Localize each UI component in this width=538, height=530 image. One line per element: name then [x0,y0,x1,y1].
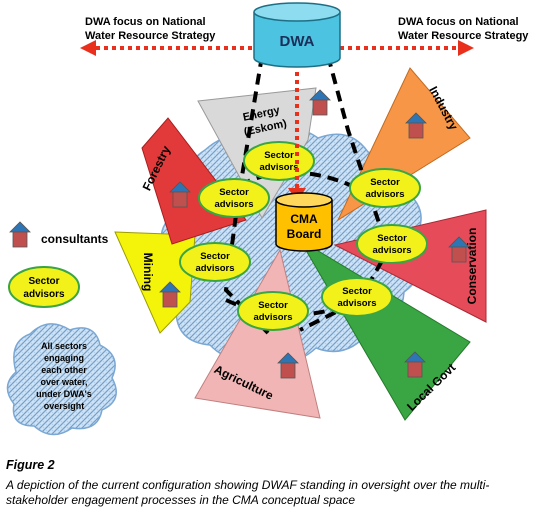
house-icon [309,89,331,116]
sector-mining-wedge [114,231,196,334]
svg-text:each other: each other [41,365,87,375]
svg-text:advisors: advisors [259,162,298,173]
house-icon [405,112,427,139]
svg-text:Sector: Sector [264,150,294,161]
right-focus-note-line1: DWA focus on National [398,16,519,28]
consultant-house-icons [9,89,470,379]
svg-text:All sectors: All sectors [41,341,87,351]
right-focus-note-line2: Water Resource Strategy [398,30,529,42]
advisor-oval: Sector advisors [237,291,309,331]
legend-advisors: Sector advisors [8,266,80,308]
svg-text:advisors: advisors [337,298,376,309]
house-icon [448,236,470,263]
house-icon [9,221,31,248]
svg-text:advisors: advisors [214,199,253,210]
arrow-right-head [458,40,474,56]
board-label: Board [287,227,322,241]
figure-caption: A depiction of the current configuration… [6,478,490,507]
svg-text:engaging: engaging [44,353,84,363]
legend-consultants-label: consultants [41,232,109,246]
cma-board-cylinder: CMA Board [275,192,333,252]
advisor-oval: Sector advisors [349,168,421,208]
advisor-oval: Sector advisors [198,178,270,218]
svg-text:advisors: advisors [195,263,234,274]
svg-text:Sector: Sector [200,251,230,262]
legend-cloud: All sectors engaging each other over wat… [6,323,117,436]
arrow-left-head [80,40,96,56]
advisor-oval: Sector advisors [321,277,393,317]
svg-text:advisors: advisors [365,189,404,200]
svg-text:over water,: over water, [40,377,87,387]
left-focus-note-line2: Water Resource Strategy [85,30,216,42]
cma-label: CMA [290,212,318,226]
advisor-ovals: Sector advisors Sector advisors Sector a… [179,141,428,331]
svg-text:under DWA's: under DWA's [36,389,92,399]
house-icon [404,351,426,378]
svg-text:advisors: advisors [23,289,65,300]
svg-text:Sector: Sector [370,177,400,188]
advisor-oval: Sector advisors [179,242,251,282]
svg-text:Sector: Sector [258,300,288,311]
advisor-oval: Sector advisors [243,141,315,181]
svg-text:oversight: oversight [44,401,85,411]
figure-title: Figure 2 [6,458,55,472]
svg-text:Sector: Sector [219,187,249,198]
house-icon [159,281,181,308]
sector-conservation-label: Conservation [465,228,479,305]
svg-text:Sector: Sector [28,276,59,287]
sector-mining-label: Mining [141,253,155,292]
svg-text:advisors: advisors [372,245,411,256]
dwa-focus-arrows [94,46,460,190]
dwa-cylinder: DWA [253,2,341,68]
left-focus-note-line1: DWA focus on National [85,16,206,28]
svg-text:Sector: Sector [377,233,407,244]
house-icon [169,181,191,208]
dwa-label: DWA [280,33,315,50]
house-icon [277,352,299,379]
svg-text:Sector: Sector [342,286,372,297]
advisor-oval: Sector advisors [356,224,428,264]
svg-text:advisors: advisors [253,312,292,323]
